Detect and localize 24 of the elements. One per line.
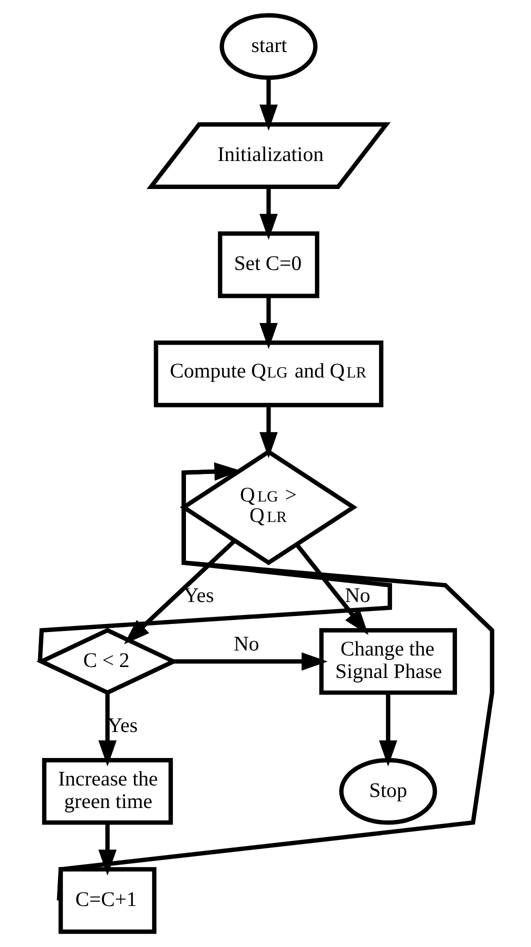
node-box: Compute QLG and QLR xyxy=(153,340,383,408)
edge-label: No xyxy=(344,584,370,607)
node-ellipse: start xyxy=(219,13,318,80)
arrow xyxy=(98,693,116,766)
edge-label: Yes xyxy=(183,584,214,607)
arrow xyxy=(258,405,278,458)
node-ellipse: Stop xyxy=(338,758,437,825)
arrow xyxy=(258,296,278,349)
arrow xyxy=(294,543,368,635)
node-box: Change the Signal Phase xyxy=(318,628,456,695)
arrow xyxy=(258,78,278,131)
arrow xyxy=(378,693,397,766)
arrow xyxy=(174,652,328,671)
arrow xyxy=(124,539,236,644)
edge-label: No xyxy=(233,632,259,656)
node-box: C=C+1 xyxy=(58,867,156,934)
arrow xyxy=(258,187,278,240)
node-diamond: QLG > QLR xyxy=(179,449,357,566)
arrow xyxy=(98,823,116,876)
arrow xyxy=(56,462,494,901)
node-box: Increase the green time xyxy=(42,758,172,825)
node-box: Set C=0 xyxy=(217,231,319,298)
edge-label: Yes xyxy=(106,714,138,737)
arrow xyxy=(37,462,392,662)
